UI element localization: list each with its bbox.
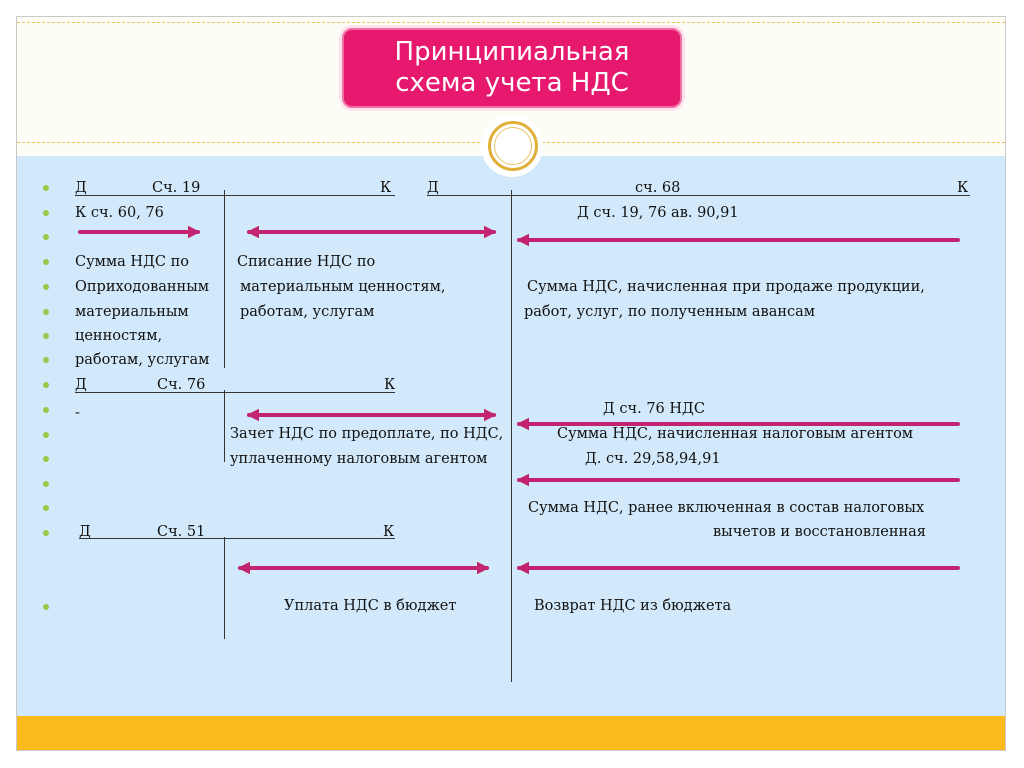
slide-frame <box>16 16 1006 751</box>
bullet-icon <box>43 432 49 438</box>
bullet-icon <box>43 185 49 191</box>
account-76-label: Сч. 76 <box>157 377 206 393</box>
oprihodovannym: Оприходованным <box>75 279 210 295</box>
credit-label-68: К <box>957 180 969 196</box>
vklyuch-line-1: Сумма НДС, ранее включенная в состав нал… <box>528 500 925 516</box>
uplata-text: Уплата НДС в бюджет <box>284 598 457 614</box>
materialnym: материальным <box>75 304 189 320</box>
account-51-top-line <box>79 538 395 539</box>
spisanie-line-3: работам, услугам <box>240 304 375 320</box>
bullet-icon <box>43 530 49 536</box>
debit-label-51: Д <box>79 524 91 540</box>
zachet-line-2: уплаченному налоговым агентом <box>230 451 488 467</box>
account-19-divider <box>224 190 225 368</box>
nachisl-line-2: работ, услуг, по полученным авансам <box>524 304 816 320</box>
credit-label-51: К <box>383 524 395 540</box>
nachisl-line-1: Сумма НДС, начисленная при продаже проду… <box>527 279 925 295</box>
bullet-icon <box>43 407 49 413</box>
bullet-icon <box>43 357 49 363</box>
rabotam-uslugam: работам, услугам <box>75 352 210 368</box>
d-sch-19-76: Д сч. 19, 76 ав. 90,91 <box>577 205 739 221</box>
bullet-icon <box>43 210 49 216</box>
bullet-icon <box>43 456 49 462</box>
account-51-label: Сч. 51 <box>157 524 206 540</box>
credit-label-76: К <box>384 377 396 393</box>
debit-label-19: Д <box>75 180 87 196</box>
account-76-top-line <box>75 392 395 393</box>
d-sch-29: Д. сч. 29,58,94,91 <box>585 451 721 467</box>
tsennostyam: ценностям, <box>75 328 163 344</box>
account-19-label: Сч. 19 <box>152 180 201 196</box>
bullet-icon <box>43 333 49 339</box>
footer-bar <box>17 716 1005 750</box>
ring-icon <box>488 121 538 171</box>
bullet-icon <box>43 505 49 511</box>
bullet-icon <box>43 604 49 610</box>
bullet-icon <box>43 481 49 487</box>
bullet-icon <box>43 259 49 265</box>
bullet-icon <box>43 382 49 388</box>
summa-nds-po: Сумма НДС по <box>75 254 189 270</box>
debit-label-76: Д <box>75 377 87 393</box>
account-68-top-line <box>427 195 970 196</box>
bullet-icon <box>43 284 49 290</box>
bullet-icon <box>43 234 49 240</box>
account-19-top-line <box>75 195 395 196</box>
zachet-line-1: Зачет НДС по предоплате, по НДС, <box>230 426 504 442</box>
credit-label-19: К <box>380 180 392 196</box>
k-sch-60-76: К сч. 60, 76 <box>75 205 164 221</box>
dash-text: - <box>75 405 80 421</box>
debit-label-68: Д <box>427 180 439 196</box>
vklyuch-line-2: вычетов и восстановленная <box>713 524 926 540</box>
vozvrat-text: Возврат НДС из бюджета <box>534 598 732 614</box>
agent-text: Сумма НДС, начисленная налоговым агентом <box>557 426 914 442</box>
spisanie-line-2: материальным ценностям, <box>240 279 446 295</box>
account-51-divider <box>224 537 225 639</box>
d-sch-76-nds: Д сч. 76 НДС <box>603 401 705 417</box>
bullet-icon <box>43 309 49 315</box>
top-dashed-divider <box>17 22 1005 23</box>
account-76-divider <box>224 390 225 462</box>
account-68-label: сч. 68 <box>635 180 681 196</box>
account-68-divider <box>511 190 512 682</box>
spisanie-line-1: Списание НДС по <box>237 254 376 270</box>
